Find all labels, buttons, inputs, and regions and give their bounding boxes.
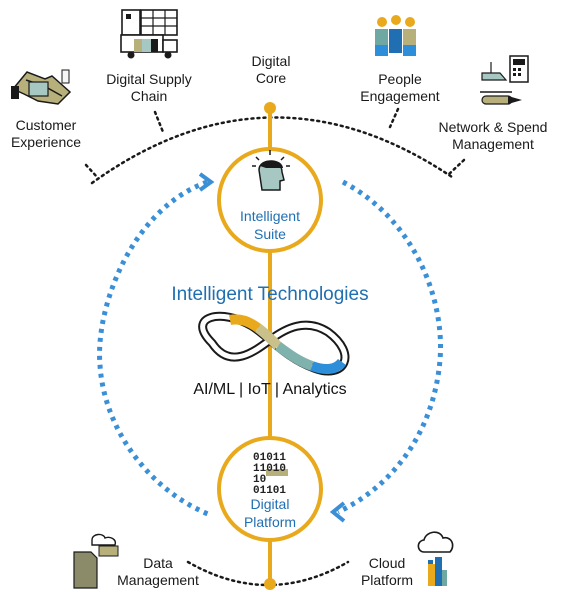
label-data-management: Data Management xyxy=(117,555,199,588)
label-people-engagement: People Engagement xyxy=(360,71,440,104)
connector-people xyxy=(388,107,400,129)
infinity-loop-icon xyxy=(198,311,350,376)
data-documents-icon xyxy=(73,533,119,589)
label-digital-supply-chain: Digital Supply Chain xyxy=(106,71,192,104)
cloud-platform-icon xyxy=(417,531,454,586)
digital-core-node xyxy=(264,102,276,114)
digital-platform-circle xyxy=(217,436,323,542)
intelligent-technologies-title: Intelligent Technologies xyxy=(171,284,369,305)
cycle-arc-right xyxy=(336,179,444,515)
handshake-icon xyxy=(11,69,72,105)
connector-customer xyxy=(84,163,100,180)
label-digital-core: Digital Core xyxy=(251,53,291,86)
warehouse-truck-icon xyxy=(120,9,178,59)
connector-supply xyxy=(153,110,165,134)
people-group-icon xyxy=(375,15,416,56)
label-network-spend-management: Network & Spend Management xyxy=(438,119,548,152)
cycle-arc-left xyxy=(97,179,209,517)
intelligent-suite-label: Intelligent Suite xyxy=(240,208,300,242)
technologies-list: AI/ML | IoT | Analytics xyxy=(193,381,347,398)
binary-code-icon: 01011 11010 10 01101 xyxy=(253,452,287,497)
arrow-head-bottom xyxy=(329,501,346,523)
binary-highlight xyxy=(266,469,288,476)
arrow-head-top xyxy=(198,172,215,192)
label-customer-experience: Customer Experience xyxy=(10,117,82,150)
platform-base-node xyxy=(264,578,276,590)
intelligent-suite-circle xyxy=(217,147,323,253)
thinking-head-icon xyxy=(252,150,290,191)
connector-network xyxy=(446,158,466,177)
network-spend-icon xyxy=(480,55,529,105)
digital-platform-label: Digital Platform xyxy=(243,496,297,530)
label-cloud-platform: Cloud Platform xyxy=(360,555,414,588)
